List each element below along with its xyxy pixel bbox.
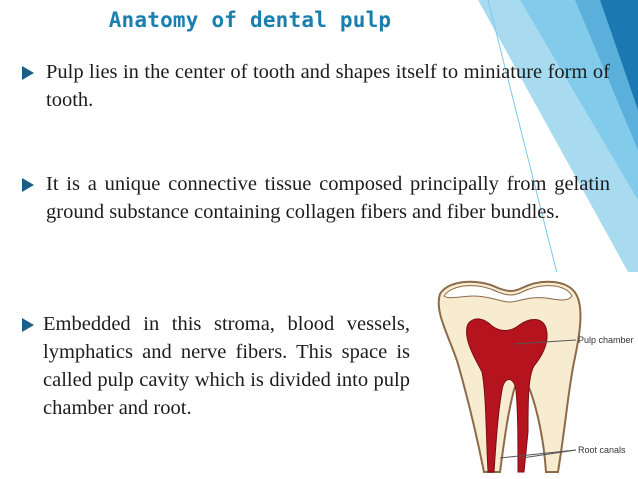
bullet-pulp-location: Pulp lies in the center of tooth and sha… (22, 58, 610, 114)
deco-thin-band (575, 0, 638, 150)
bullet-connective-tissue: It is a unique connective tissue compose… (22, 170, 610, 226)
tooth-crown-cap (443, 285, 573, 303)
bullet-text: Pulp lies in the center of tooth and sha… (46, 61, 610, 111)
pulp-chamber-label: Pulp chamber (578, 335, 634, 345)
slide-title: Anatomy of dental pulp (108, 8, 392, 32)
deco-line (487, 0, 561, 286)
root-canals-label: Root canals (578, 445, 626, 455)
root-canals-leader-b (521, 449, 577, 459)
bullet-pulp-cavity: Embedded in this stroma, blood vessels, … (22, 310, 410, 422)
bullet-text: It is a unique connective tissue compose… (46, 173, 610, 223)
pulp-chamber-shape (466, 318, 548, 473)
bullet-text: Embedded in this stroma, blood vessels, … (43, 313, 410, 419)
bullet-arrow-icon (22, 318, 34, 332)
pulp-chamber-leader (513, 339, 577, 345)
bullet-arrow-icon (22, 66, 34, 80)
tooth-diagram: Pulp chamber Root canals (418, 272, 638, 479)
root-canals-leader-a (499, 449, 577, 459)
bullet-arrow-icon (22, 178, 34, 192)
